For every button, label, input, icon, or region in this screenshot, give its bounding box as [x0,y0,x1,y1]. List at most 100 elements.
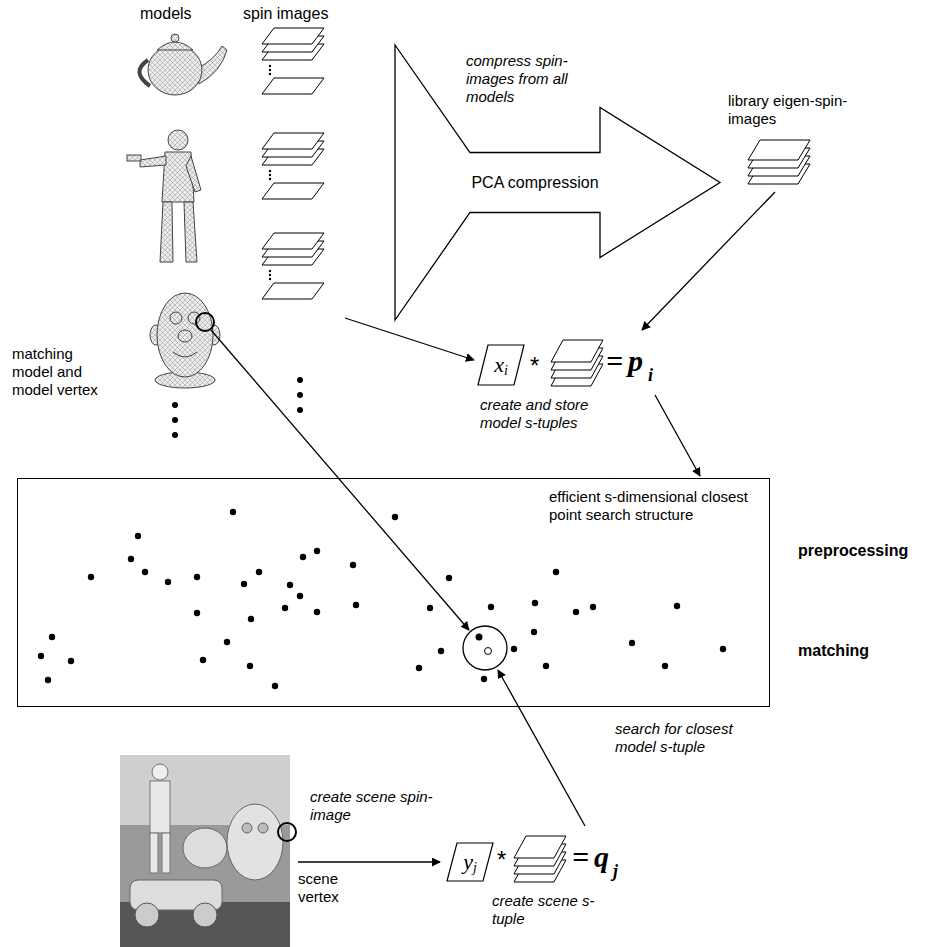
s-tuple-point [300,554,306,560]
annotation: matching model and model vertex [12,345,107,399]
s-tuple-point [590,604,596,610]
flow-arrow [498,670,585,826]
image-sheet [262,283,324,299]
stack-dot [269,270,271,272]
s-tuple-point [128,556,134,562]
s-tuple-point [674,603,680,609]
image-stack [748,140,810,184]
model-head [168,130,188,150]
node-text: i [504,364,508,378]
tuple-parallelogram: yj [447,843,493,881]
annotation: scene vertex [298,870,360,906]
stack-dot [269,278,271,280]
human-model [127,130,201,262]
stack-dot [269,174,271,176]
search-structure-box: efficient s-dimensional closest point se… [17,478,770,707]
image-sheet [262,183,324,199]
s-tuple-point [142,569,148,575]
tuple-parallelogram: xi [478,345,524,385]
image-sheet [262,78,324,94]
scene-image [120,755,296,947]
scene-wheel [193,903,217,927]
stack-dot [269,274,271,276]
teapot-spout [198,46,227,84]
operator: = [572,842,589,872]
stack-dot [269,65,271,67]
s-tuple-point [45,677,51,683]
image-sheet [262,28,324,44]
scene-figure [150,781,170,833]
image-sheet [262,133,324,149]
ellipsis-dot [172,417,178,423]
search-radius [463,626,507,670]
teapot-body [148,45,202,95]
image-sheet [748,140,810,160]
annotation: compress spin-images from all models [466,52,616,106]
scene-potato-eye [258,823,268,833]
stage-label: preprocessing [798,541,908,560]
point-cloud [38,509,726,689]
model-arm [186,156,201,192]
scene-potato [227,804,283,880]
s-tuple-point [662,663,668,669]
node-text: y [463,851,473,873]
s-tuple-point [629,640,635,646]
node-text: x [494,354,504,376]
ellipsis-dot [297,377,303,383]
teapot-lid [157,42,193,50]
s-tuple-point [194,574,200,580]
s-tuple-point [531,629,537,635]
scene-figure [162,833,170,873]
scene-figure [150,833,158,873]
model-leg [160,202,173,262]
image-stack [262,28,324,94]
s-tuple-point [68,658,74,664]
search-neighbourhood [463,626,507,670]
node-text: PCA compression [470,173,600,192]
node-text: j [473,861,477,875]
ellipsis-dot [172,402,178,408]
closest-point [476,634,483,641]
operator: * [497,846,506,875]
annotation: search for closest model s-tuple [615,720,770,756]
s-tuple-point [297,593,303,599]
arrow-outline-path [395,45,720,320]
s-tuple-point [200,657,206,663]
s-tuple-point [416,665,422,671]
s-tuple-point [392,514,398,520]
s-tuple-point [272,683,278,689]
subscript: i [648,366,653,384]
s-tuple-point [135,533,141,539]
model-gun [127,155,141,161]
s-tuple-point [481,676,487,682]
scene-figure [152,764,168,780]
model-body [157,293,213,377]
scene-ground [120,755,290,947]
s-tuple-point [165,579,171,585]
s-tuple-point [49,634,55,640]
scene-wheel [135,903,159,927]
s-tuple-point [427,605,433,611]
flow-arrow [298,861,440,862]
column-heading: models [140,4,192,23]
s-tuple-point [532,600,538,606]
teapot-knob [171,34,179,42]
s-tuple-point [287,582,293,588]
column-heading: spin images [243,4,328,23]
s-tuple-point [38,653,44,659]
flow-arrow [211,330,469,630]
component-label: library eigen-spin-images [728,92,878,128]
image-sheet [514,836,566,858]
image-stack [514,836,566,882]
s-tuple-point [446,575,452,581]
model-nose [178,330,192,342]
vertex-marker [278,823,296,841]
s-tuple-point [488,604,494,610]
stack-dot [269,73,271,75]
math-variable: p [628,346,643,376]
s-tuple-point [543,663,549,669]
vertex-marker [196,313,214,331]
